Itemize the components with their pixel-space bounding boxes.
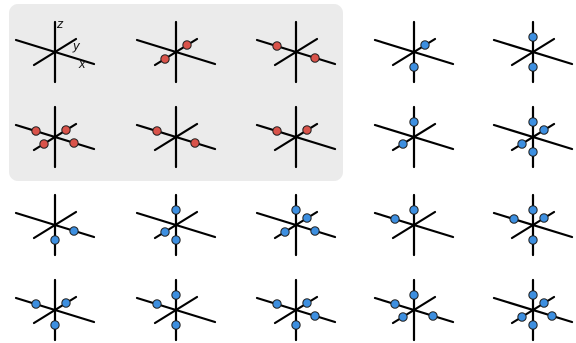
axis-dot xyxy=(152,299,162,309)
axis-dot xyxy=(302,125,312,135)
axis-dot xyxy=(160,54,170,64)
axis-dot xyxy=(302,298,312,308)
z-axis-label: z xyxy=(56,16,64,31)
axis-dot xyxy=(171,320,181,330)
axis-glyph xyxy=(255,278,337,342)
axis-dot xyxy=(310,53,320,63)
y-axis-line xyxy=(391,210,437,240)
axis-dot xyxy=(272,41,282,51)
axis-dot xyxy=(409,62,419,72)
axis-glyph xyxy=(135,20,217,84)
y-axis-line xyxy=(153,122,199,152)
axis-dot xyxy=(528,235,538,245)
axis-dot xyxy=(528,117,538,127)
axis-dot xyxy=(539,125,549,135)
axis-dot xyxy=(39,139,49,149)
axis-glyph xyxy=(373,193,455,257)
axis-dot xyxy=(69,226,79,236)
axis-glyph xyxy=(255,20,337,84)
axis-dot xyxy=(31,299,41,309)
axis-glyph xyxy=(492,278,574,342)
y-axis-line xyxy=(153,295,199,325)
axis-dot xyxy=(291,320,301,330)
axis-dot xyxy=(539,213,549,223)
axis-dot xyxy=(61,125,71,135)
axis-glyph xyxy=(255,105,337,169)
axis-dot xyxy=(310,311,320,321)
axis-dot xyxy=(31,126,41,136)
axis-dot xyxy=(409,117,419,127)
axis-dot xyxy=(291,205,301,215)
axis-dot xyxy=(528,290,538,300)
y-axis-label: y xyxy=(72,38,81,53)
axis-dot xyxy=(409,290,419,300)
axis-dot xyxy=(160,227,170,237)
y-axis-line xyxy=(510,37,556,67)
axis-dot xyxy=(310,226,320,236)
axis-dot xyxy=(390,299,400,309)
axis-dot xyxy=(398,139,408,149)
axis-dot xyxy=(528,205,538,215)
axis-dot xyxy=(171,290,181,300)
axis-dot xyxy=(420,40,430,50)
axis-glyph xyxy=(14,193,96,257)
axis-glyph xyxy=(373,105,455,169)
y-axis-line xyxy=(32,210,78,240)
axis-glyph: zyx xyxy=(14,16,96,84)
axis-dot xyxy=(190,138,200,148)
axis-dot xyxy=(280,227,290,237)
axis-dot xyxy=(272,126,282,136)
axis-dot xyxy=(50,320,60,330)
axis-dot xyxy=(390,214,400,224)
axis-dot xyxy=(409,205,419,215)
y-axis-line xyxy=(32,37,78,67)
axis-glyph xyxy=(255,193,337,257)
axis-dot xyxy=(182,40,192,50)
axis-dot xyxy=(517,312,527,322)
axis-glyph xyxy=(492,105,574,169)
y-axis-line xyxy=(273,37,319,67)
axis-dot xyxy=(517,139,527,149)
axis-dot xyxy=(69,138,79,148)
axis-glyph xyxy=(373,20,455,84)
axis-glyph xyxy=(135,193,217,257)
axis-dot xyxy=(171,205,181,215)
axis-glyph xyxy=(14,105,96,169)
x-axis-label: x xyxy=(78,56,86,71)
axis-dot xyxy=(50,235,60,245)
axis-glyph xyxy=(14,278,96,342)
axis-dot xyxy=(547,311,557,321)
axis-dot xyxy=(539,298,549,308)
axis-glyph xyxy=(492,20,574,84)
axis-glyph xyxy=(492,193,574,257)
axis-dot xyxy=(528,147,538,157)
axis-dot xyxy=(171,235,181,245)
axis-dot xyxy=(528,320,538,330)
axis-glyph xyxy=(135,278,217,342)
axis-dot xyxy=(509,214,519,224)
axis-dot xyxy=(528,32,538,42)
axis-dot xyxy=(152,126,162,136)
axis-glyph xyxy=(373,278,455,342)
axis-dot xyxy=(428,311,438,321)
axis-dot xyxy=(528,62,538,72)
axis-dot xyxy=(61,298,71,308)
axis-dot xyxy=(398,312,408,322)
axis-dot xyxy=(302,213,312,223)
axis-glyph xyxy=(135,105,217,169)
axis-dot xyxy=(272,299,282,309)
